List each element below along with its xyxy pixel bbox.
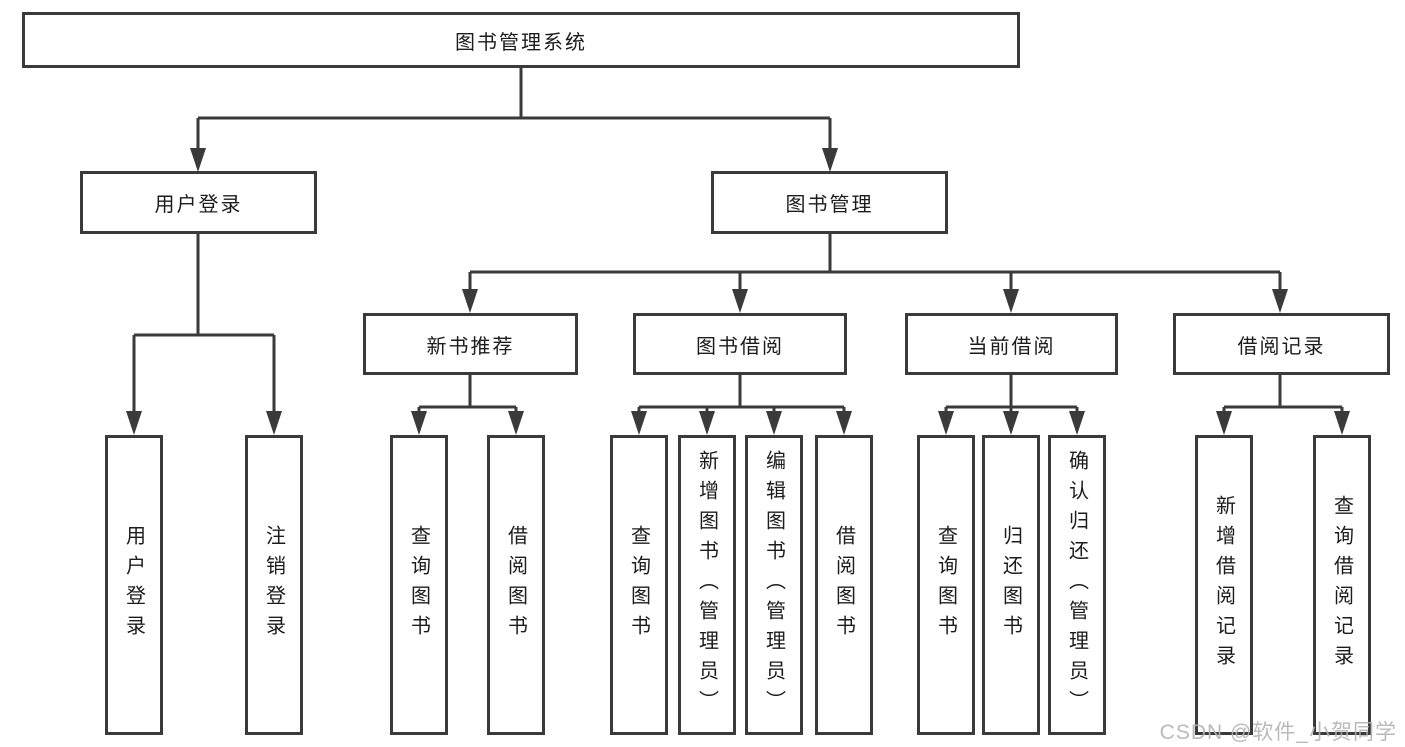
- arrowheads: [126, 148, 1350, 435]
- node-new-book-recommendation: 新书推荐: [363, 313, 578, 375]
- leaf-borrow-books: 借阅图书: [815, 435, 873, 735]
- connector-book-borrowing-to-leaves: [637, 375, 846, 415]
- arrowhead-down-icon: [190, 148, 206, 172]
- leaf-logout: 注销登录: [245, 435, 303, 735]
- arrowhead-down-icon: [1272, 289, 1288, 313]
- node-current-borrowing: 当前借阅: [905, 313, 1118, 375]
- connector-user-login-to-leaves: [132, 234, 276, 415]
- connector-paths: [132, 68, 1344, 415]
- leaf-add-books-admin: 新增图书（管理员）: [678, 435, 736, 735]
- leaf-query-books: 查询图书: [917, 435, 975, 735]
- arrowhead-down-icon: [1334, 411, 1350, 435]
- node-book-borrowing: 图书借阅: [633, 313, 847, 375]
- connector-book-management-to-level3: [468, 234, 1282, 293]
- leaf-query-books: 查询图书: [390, 435, 448, 735]
- arrowhead-down-icon: [631, 411, 647, 435]
- arrowhead-down-icon: [266, 411, 282, 435]
- arrowhead-down-icon: [411, 411, 427, 435]
- leaf-confirm-return-admin: 确认归还（管理员）: [1048, 435, 1106, 735]
- leaf-borrow-books: 借阅图书: [487, 435, 545, 735]
- leaf-add-borrow-record: 新增借阅记录: [1195, 435, 1253, 735]
- arrowhead-down-icon: [1216, 411, 1232, 435]
- connector-root-to-level2: [196, 68, 832, 152]
- arrowhead-down-icon: [126, 411, 142, 435]
- arrowhead-down-icon: [508, 411, 524, 435]
- arrowhead-down-icon: [1069, 411, 1085, 435]
- node-root-library-management-system: 图书管理系统: [22, 12, 1020, 68]
- connector-borrowing-records-to-leaves: [1222, 375, 1344, 415]
- arrowhead-down-icon: [1003, 289, 1019, 313]
- arrowhead-down-icon: [732, 289, 748, 313]
- arrowhead-down-icon: [836, 411, 852, 435]
- arrowhead-down-icon: [766, 411, 782, 435]
- leaf-user-login: 用户登录: [105, 435, 163, 735]
- arrowhead-down-icon: [822, 148, 838, 172]
- arrowhead-down-icon: [1003, 411, 1019, 435]
- connector-current-borrowing-to-leaves: [944, 375, 1079, 415]
- connector-new-book-recommendation-to-leaves: [417, 375, 518, 415]
- leaf-query-borrow-record: 查询借阅记录: [1313, 435, 1371, 735]
- node-user-login: 用户登录: [80, 171, 317, 234]
- arrowhead-down-icon: [938, 411, 954, 435]
- leaf-edit-books-admin: 编辑图书（管理员）: [745, 435, 803, 735]
- arrowhead-down-icon: [462, 289, 478, 313]
- leaf-query-books: 查询图书: [610, 435, 668, 735]
- csdn-watermark: CSDN @软件_小贺同学: [1159, 721, 1397, 744]
- arrowhead-down-icon: [699, 411, 715, 435]
- node-book-management: 图书管理: [711, 171, 948, 234]
- leaf-return-books: 归还图书: [982, 435, 1040, 735]
- node-borrowing-records: 借阅记录: [1173, 313, 1390, 375]
